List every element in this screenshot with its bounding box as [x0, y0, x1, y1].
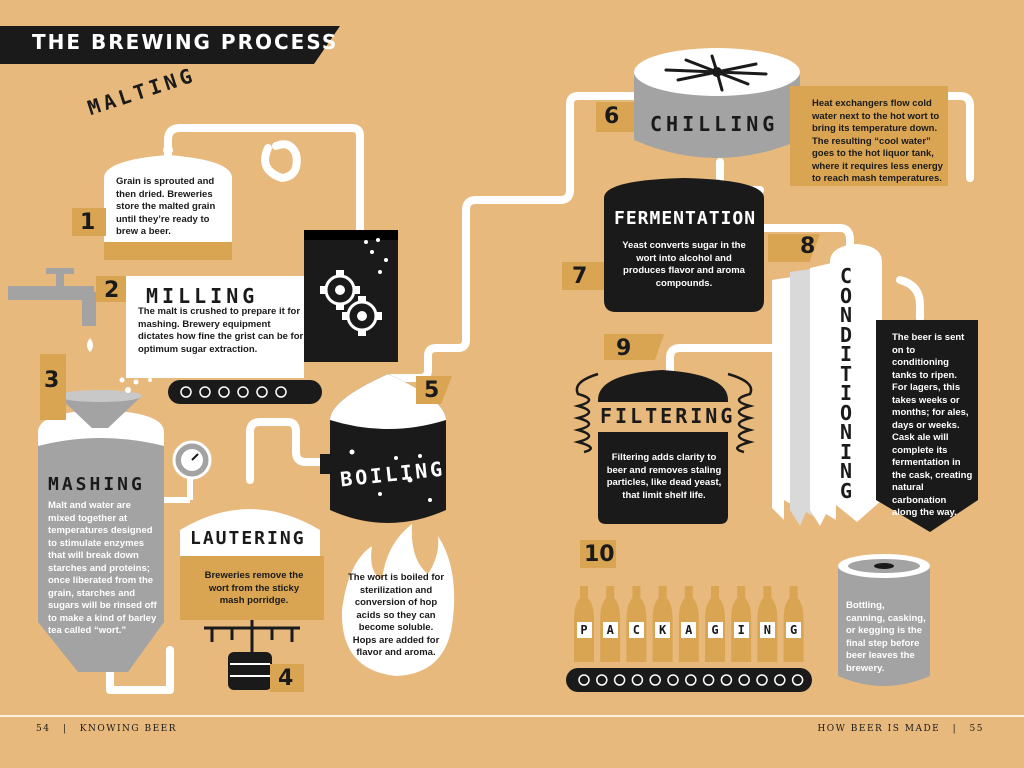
malting-number: 1	[80, 210, 96, 235]
filtering-title: FILTERING	[600, 404, 736, 428]
conditioning-title-letter: G	[839, 478, 853, 503]
conditioning-number: 8	[800, 234, 816, 259]
conditioning-title-letter: N	[839, 303, 853, 327]
conditioning-title-letter: I	[839, 342, 853, 366]
conveyor-roller	[791, 674, 804, 686]
conveyor-roller	[578, 674, 590, 686]
conditioning-title-letter: I	[839, 439, 853, 464]
milling-description: The malt is crushed to prepare it for ma…	[138, 306, 304, 355]
packaging-title-letter: K	[655, 622, 671, 638]
packaging-title-letter: A	[602, 622, 618, 638]
conveyor-roller	[667, 674, 679, 686]
conveyor-roller	[596, 674, 608, 686]
packaging-title-letter: G	[786, 622, 802, 638]
conditioning-title-letter: O	[839, 283, 853, 308]
fermentation-number-tag	[562, 262, 604, 290]
water-faucet	[8, 268, 96, 352]
right-page-number: 55	[969, 724, 984, 734]
footer-right: HOW BEER IS MADE | 55	[817, 724, 984, 734]
mashing-number-tag	[40, 354, 66, 420]
left-page-number: 54	[36, 724, 51, 734]
conditioning-number-tag	[768, 234, 820, 262]
bottle-row	[574, 586, 804, 662]
boiling-description: The wort is boiled for sterilization and…	[347, 572, 445, 658]
malting-silo	[104, 145, 232, 260]
fermentation-description: Yeast converts sugar in the wort into al…	[622, 240, 746, 289]
conveyor-roller	[738, 674, 750, 686]
footer-divider: |	[62, 724, 68, 734]
packaging-title-letter: N	[759, 622, 775, 638]
title-banner	[0, 26, 340, 64]
conveyor-roller	[702, 674, 715, 686]
conveyor-roller	[720, 674, 733, 686]
filtering-number: 9	[616, 336, 632, 361]
chilling-number: 6	[604, 104, 620, 129]
lautering-number: 4	[278, 666, 294, 691]
lautering-description: Breweries remove the wort from the stick…	[204, 570, 304, 606]
mash-tun	[38, 377, 212, 672]
conditioning-title-letter: T	[839, 361, 853, 386]
boil-kettle	[320, 374, 455, 676]
conveyor-roller	[631, 674, 644, 686]
fermentation-number: 7	[572, 264, 588, 289]
milling-number-tag	[96, 276, 126, 302]
packaging-description: Bottling, canning, casking, or kegging i…	[846, 600, 926, 674]
conveyor-roller	[756, 674, 768, 686]
packaging-number: 10	[584, 542, 615, 567]
conveyor-roller	[685, 674, 697, 686]
packaging-title-letter: P	[576, 622, 592, 638]
left-section-name: KNOWING BEER	[79, 724, 177, 734]
conditioning-title-letter: C	[839, 264, 853, 288]
mashing-number: 3	[44, 368, 60, 393]
chilling-title: CHILLING	[650, 112, 779, 136]
malting-number-tag	[72, 208, 106, 236]
packaging-title-letter: I	[733, 622, 749, 638]
chilling-description: Heat exchangers flow cold water next to …	[812, 98, 943, 184]
packaging-title-letter: G	[707, 622, 723, 638]
lautering-title: LAUTERING	[190, 528, 306, 549]
conditioning-tanks	[772, 244, 978, 532]
conditioning-title-letter: D	[839, 322, 853, 347]
lauter-tun	[180, 509, 324, 690]
lautering-number-tag	[270, 664, 304, 692]
boiling-number: 5	[424, 378, 440, 403]
packaging-title-letter: C	[628, 622, 644, 638]
packaging-conveyor	[566, 668, 812, 692]
mashing-title: MASHING	[48, 474, 145, 495]
footer-divider: |	[952, 724, 958, 734]
conveyor-roller	[649, 674, 661, 686]
chiller	[634, 48, 800, 158]
conditioning-title-letter: O	[839, 400, 853, 425]
malting-description: Grain is sprouted and then dried. Brewer…	[116, 176, 216, 237]
fermentation-title: FERMENTATION	[614, 208, 757, 229]
chilling-number-tag	[596, 102, 634, 132]
footer-left: 54 | KNOWING BEER	[36, 724, 177, 734]
page-title: THE BREWING PROCESS	[32, 30, 339, 54]
filtering-number-tag	[604, 334, 664, 360]
filtering-title-band	[592, 402, 732, 432]
conditioning-description: The beer is sent on to conditioning tank…	[892, 332, 973, 518]
packaging-number-tag	[580, 540, 616, 568]
conditioning-title-letter: I	[839, 381, 853, 405]
milling-number: 2	[104, 278, 120, 303]
pipe-network	[106, 92, 974, 694]
chilling-description-panel	[790, 86, 948, 186]
keg	[838, 554, 930, 686]
milling-title: MILLING	[146, 284, 259, 308]
conveyor-roller	[774, 674, 786, 686]
packaging-title-letter: A	[681, 622, 697, 638]
milling-machine	[126, 230, 398, 404]
filtering-description: Filtering adds clarity to beer and remov…	[606, 452, 722, 501]
conditioning-title-letter: N	[839, 459, 853, 483]
mashing-description: Malt and water are mixed together at tem…	[48, 500, 157, 636]
conveyor-roller	[613, 674, 626, 686]
right-section-name: HOW BEER IS MADE	[817, 724, 941, 734]
conditioning-title-letter: N	[839, 420, 853, 444]
fermenter	[604, 178, 764, 312]
